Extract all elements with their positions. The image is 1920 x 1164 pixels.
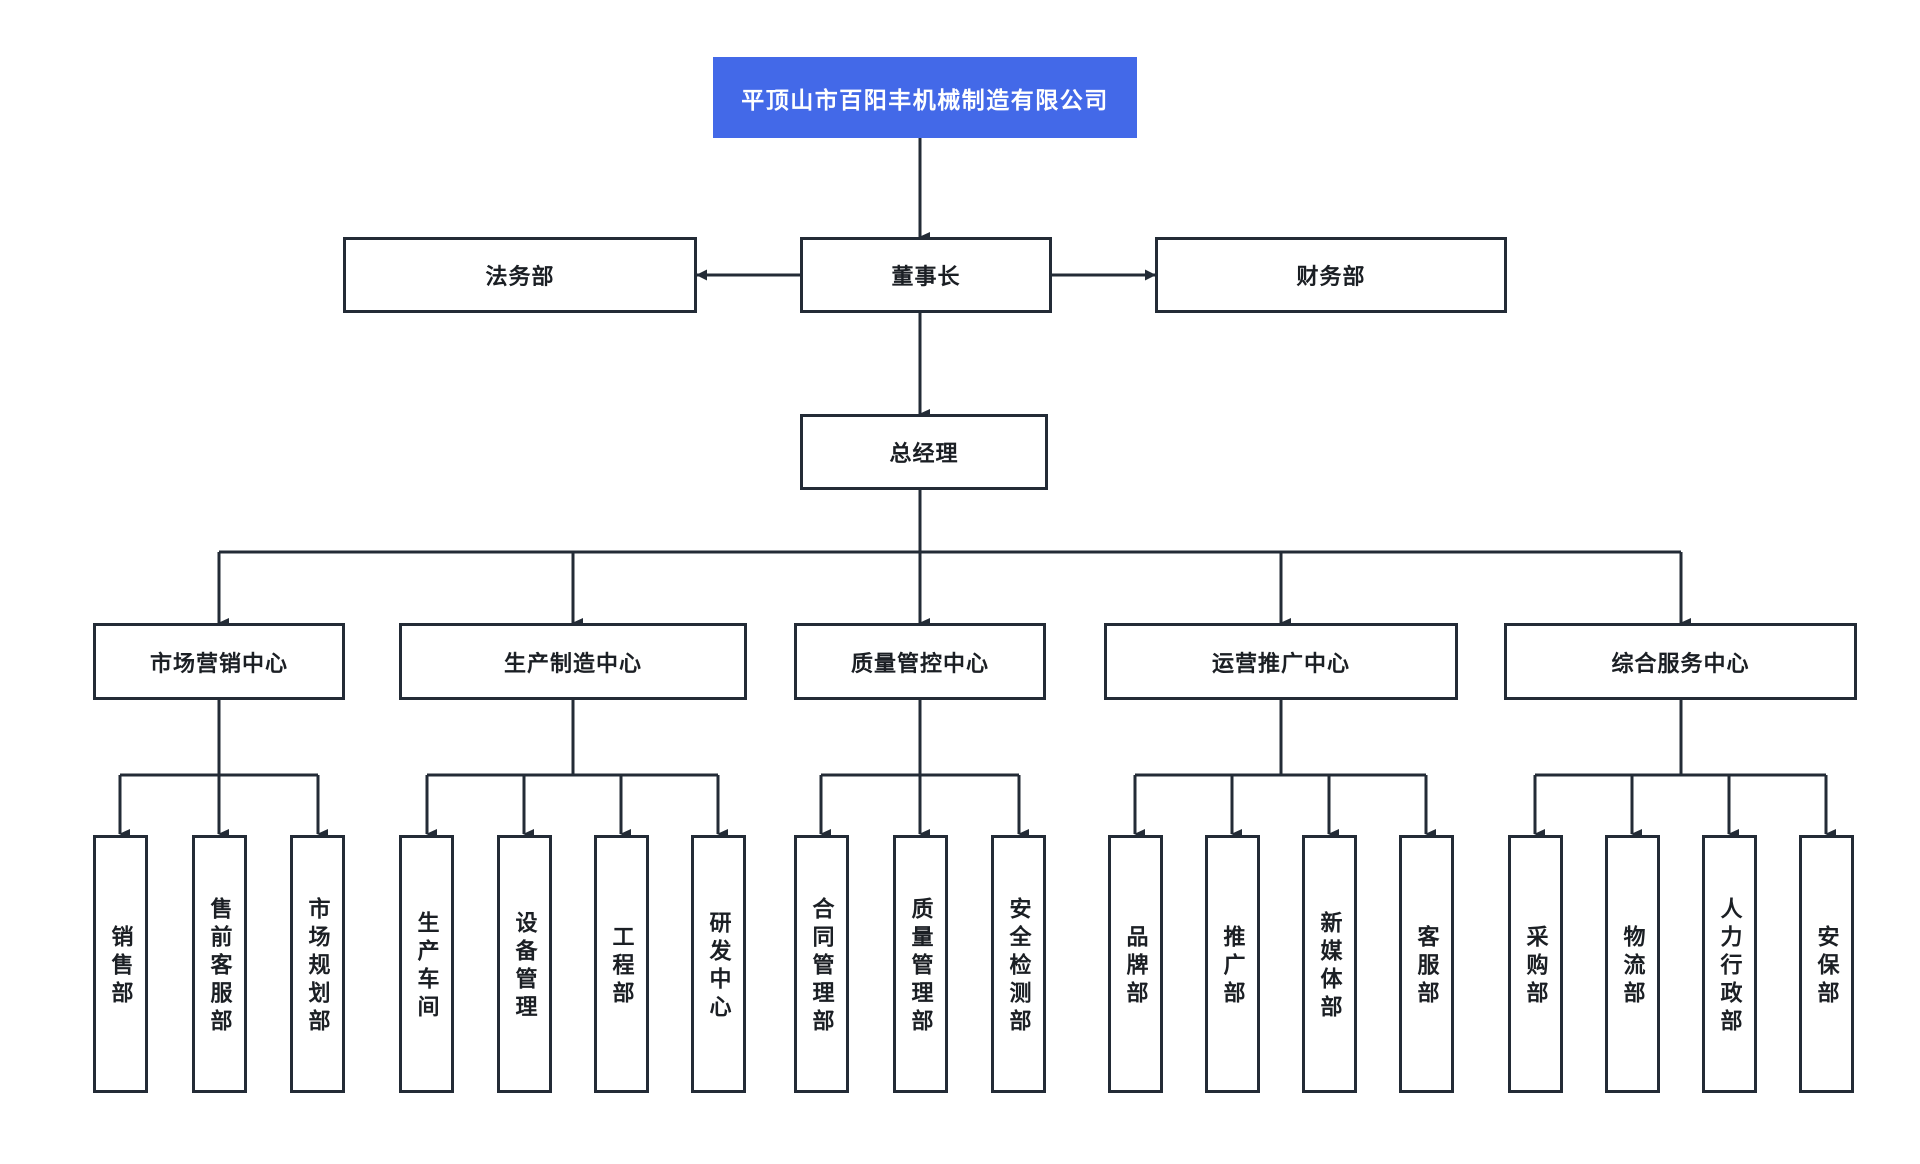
- node-center-manufacturing[interactable]: 生产制造中心: [399, 623, 747, 700]
- node-finance-department[interactable]: 财务部: [1155, 237, 1507, 313]
- node-company-root[interactable]: 平顶山市百阳丰机械制造有限公司: [713, 57, 1137, 138]
- node-legal-department[interactable]: 法务部: [343, 237, 697, 313]
- node-dept-customer-service[interactable]: 客服部: [1399, 835, 1454, 1093]
- node-dept-equipment-management[interactable]: 设备管理: [497, 835, 552, 1093]
- node-dept-engineering[interactable]: 工程部: [594, 835, 649, 1093]
- node-dept-sales[interactable]: 销售部: [93, 835, 148, 1093]
- node-dept-procurement[interactable]: 采购部: [1508, 835, 1563, 1093]
- node-dept-logistics[interactable]: 物流部: [1605, 835, 1660, 1093]
- node-dept-brand[interactable]: 品牌部: [1108, 835, 1163, 1093]
- node-dept-new-media[interactable]: 新媒体部: [1302, 835, 1357, 1093]
- node-dept-contract-management[interactable]: 合同管理部: [794, 835, 849, 1093]
- node-dept-presales-support[interactable]: 售前客服部: [192, 835, 247, 1093]
- node-center-marketing[interactable]: 市场营销中心: [93, 623, 345, 700]
- node-dept-safety-inspection[interactable]: 安全检测部: [991, 835, 1046, 1093]
- node-dept-rnd-center[interactable]: 研发中心: [691, 835, 746, 1093]
- node-center-quality[interactable]: 质量管控中心: [794, 623, 1046, 700]
- node-center-general-services[interactable]: 综合服务中心: [1504, 623, 1857, 700]
- node-dept-market-planning[interactable]: 市场规划部: [290, 835, 345, 1093]
- node-dept-production-workshop[interactable]: 生产车间: [399, 835, 454, 1093]
- node-general-manager[interactable]: 总经理: [800, 414, 1048, 490]
- node-center-operations[interactable]: 运营推广中心: [1104, 623, 1458, 700]
- node-dept-hr-administration[interactable]: 人力行政部: [1702, 835, 1757, 1093]
- node-dept-security[interactable]: 安保部: [1799, 835, 1854, 1093]
- node-dept-quality-management[interactable]: 质量管理部: [893, 835, 948, 1093]
- node-dept-promotion[interactable]: 推广部: [1205, 835, 1260, 1093]
- node-chairman[interactable]: 董事长: [800, 237, 1052, 313]
